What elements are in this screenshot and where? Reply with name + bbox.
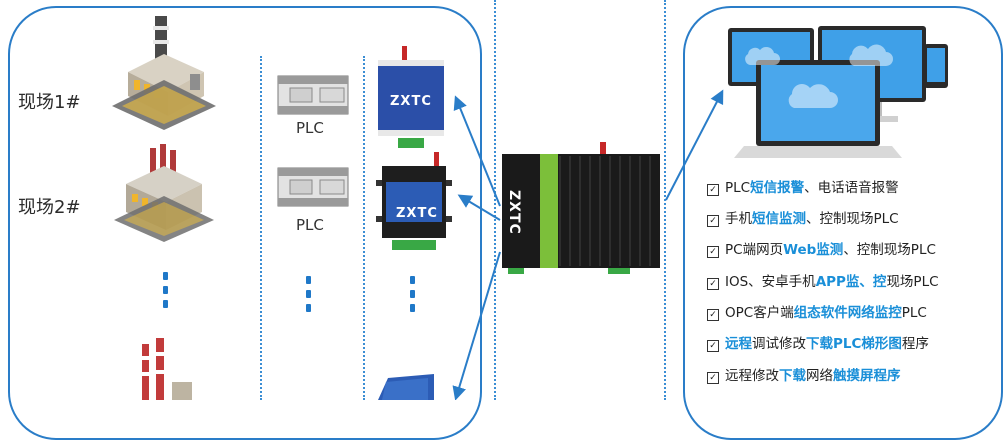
feature-highlight: Web监测 [783, 242, 844, 258]
ellipsis-dtu [410, 276, 416, 318]
factory-3-icon [142, 338, 192, 400]
feature-highlight: 下载PLC梯形图 [806, 336, 902, 352]
central-gateway-icon [502, 142, 660, 274]
feature-text: 手机 [725, 211, 752, 227]
separator-1 [260, 56, 262, 400]
feature-text: OPC客户端 [725, 305, 794, 321]
plc-2-icon [277, 167, 349, 207]
feature-item: ✓ OPC客户端组态软件网络监控PLC [707, 301, 927, 321]
separator-4 [664, 0, 666, 400]
feature-text: 、控制现场PLC [843, 242, 936, 258]
feature-text: PLC [725, 180, 751, 196]
connection-arrows [452, 89, 724, 400]
ellipsis-plc [306, 276, 312, 318]
dtu-1-icon [378, 46, 444, 148]
feature-text: 、控制现场PLC [806, 211, 899, 227]
feature-text: 远程修改 [725, 368, 779, 384]
checkbox-icon: ✓ [707, 372, 719, 384]
feature-item: ✓ PLC短信报警、电话语音报警 [707, 176, 899, 196]
feature-text: PLC [901, 305, 927, 321]
site-label-2: 现场2# [18, 197, 81, 218]
feature-item: ✓ 手机短信监测、控制现场PLC [707, 207, 899, 227]
checkbox-icon: ✓ [707, 309, 719, 321]
plc-label-2: PLC [296, 216, 324, 234]
feature-highlight: APP监、控 [815, 274, 887, 290]
plc-1-icon [277, 75, 349, 115]
dtu-2-brand: ZXTC [396, 206, 438, 221]
feature-item: ✓ 远程调试修改下载PLC梯形图程序 [707, 332, 929, 352]
factory-2-icon [114, 144, 214, 242]
feature-item: ✓ 远程修改下载网络触摸屏程序 [707, 364, 901, 384]
feature-highlight: 触摸屏程序 [833, 368, 901, 384]
dtu-1-brand: ZXTC [390, 94, 432, 109]
feature-text: 网络 [806, 368, 833, 384]
feature-highlight: 短信监测 [752, 211, 806, 227]
feature-highlight: 下载 [779, 368, 806, 384]
dtu-2-icon [376, 152, 452, 250]
feature-highlight: 短信报警 [750, 180, 805, 196]
feature-text: 、电话语音报警 [804, 180, 899, 196]
feature-item: ✓ PC端网页Web监测、控制现场PLC [707, 238, 936, 258]
factory-1-icon [112, 16, 216, 130]
feature-text: IOS、安卓手机 [725, 274, 816, 290]
separator-2 [363, 56, 365, 400]
feature-highlight: 远程 [725, 336, 752, 352]
feature-text: PC端网页 [725, 242, 784, 258]
client-devices-icon [728, 26, 948, 158]
checkbox-icon: ✓ [707, 278, 719, 290]
feature-item: ✓ IOS、安卓手机APP监、控现场PLC [707, 270, 939, 290]
checkbox-icon: ✓ [707, 184, 719, 196]
ellipsis-sites [163, 272, 169, 314]
feature-text: 调试修改 [752, 336, 806, 352]
plc-label-1: PLC [296, 119, 324, 137]
feature-text: 现场PLC [886, 274, 939, 290]
feature-highlight: 组态软件网络监控 [793, 305, 902, 321]
checkbox-icon: ✓ [707, 215, 719, 227]
checkbox-icon: ✓ [707, 340, 719, 352]
checkbox-icon: ✓ [707, 246, 719, 258]
feature-text: 程序 [901, 336, 929, 352]
dtu-3-icon [378, 374, 434, 400]
separator-3 [494, 0, 496, 400]
site-label-1: 现场1# [18, 92, 81, 113]
